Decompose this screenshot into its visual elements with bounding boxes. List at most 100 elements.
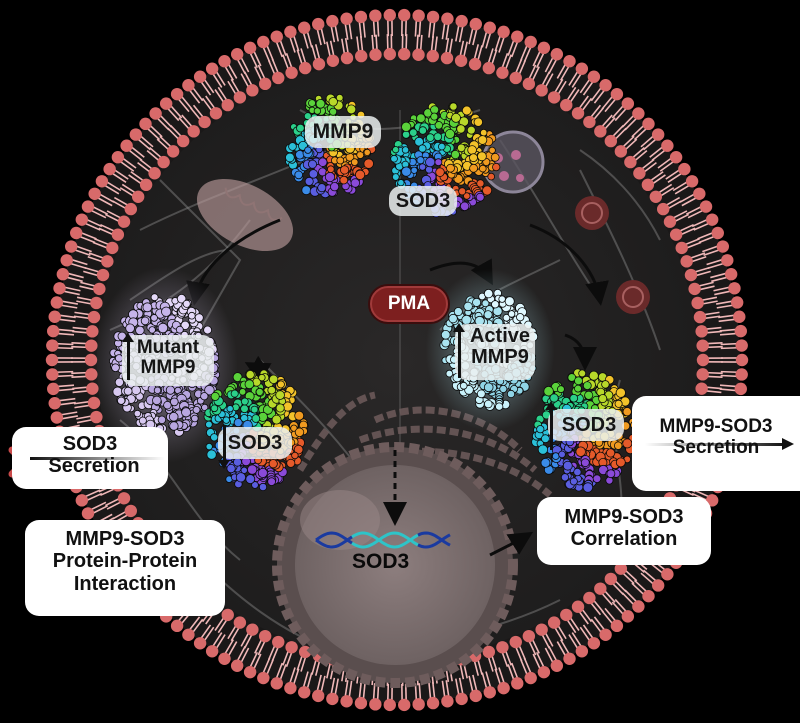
- outer-lipid-head: [575, 62, 589, 75]
- correlation-callout: MMP9-SOD3 Correlation: [537, 497, 711, 565]
- inner-lipid-head: [522, 629, 536, 643]
- inner-lipid-head: [233, 91, 247, 104]
- inner-lipid-head: [312, 57, 326, 71]
- outer-lipid-head: [75, 494, 89, 507]
- lipid-heads: [45, 8, 749, 712]
- outer-lipid-head: [455, 14, 468, 28]
- dna-strand: [417, 533, 451, 549]
- inner-lipid-head: [117, 215, 131, 228]
- outer-lipid-head: [563, 55, 576, 68]
- outer-lipid-head: [651, 579, 665, 592]
- inner-lipid-head: [340, 51, 354, 65]
- outer-lipid-head: [469, 17, 482, 31]
- inner-lipid-head: [124, 504, 138, 518]
- up-arrow-icon: [458, 330, 461, 378]
- inner-lipid-head: [285, 66, 298, 79]
- inner-lipid-head: [246, 84, 259, 97]
- outer-lipid-head: [270, 30, 283, 43]
- outer-lipid-head: [716, 240, 730, 253]
- outer-lipid-head: [50, 411, 64, 424]
- outer-lipid-head: [711, 226, 724, 240]
- inner-lipid-head: [695, 382, 708, 395]
- export-arrow-head: [782, 438, 794, 450]
- inner-lipid-head: [272, 71, 285, 85]
- outer-lipid-head: [149, 107, 162, 120]
- outer-lipid-head: [642, 117, 655, 131]
- lysosome: [575, 196, 650, 314]
- inner-lipid-head: [696, 353, 710, 367]
- inner-lipid-head: [583, 115, 596, 129]
- inner-lipid-head: [522, 77, 536, 91]
- mutant-mmp9-label: Mutant MMP9: [122, 335, 214, 386]
- outer-lipid-head: [483, 686, 496, 699]
- callout-line: MMP9-SOD3: [659, 416, 773, 437]
- outer-lipid-head: [642, 589, 655, 603]
- dna-strand: [315, 531, 353, 545]
- inner-lipid-head: [583, 591, 596, 605]
- outer-lipid-head: [312, 17, 325, 31]
- outer-lipid-head: [575, 645, 589, 658]
- callout-line: MMP9-SOD3: [65, 528, 185, 550]
- inner-lipid-head: [571, 107, 585, 120]
- outer-lipid-head: [426, 696, 440, 710]
- outer-lipid-head: [497, 25, 510, 39]
- outer-lipid-head: [340, 12, 353, 25]
- outer-lipid-head: [298, 21, 311, 34]
- outer-lipid-head: [610, 87, 624, 101]
- outer-lipid-head: [724, 268, 738, 281]
- inner-lipid-head: [656, 202, 670, 216]
- inner-lipid-head: [148, 167, 161, 180]
- down-arrow-icon: [223, 425, 226, 461]
- outer-lipid-head: [651, 128, 665, 141]
- callout-line: SOD3: [62, 433, 118, 455]
- inner-lipid-head: [614, 562, 628, 575]
- outer-lipid-head: [88, 187, 101, 200]
- inner-lipid-head: [90, 410, 103, 424]
- inner-lipid-head: [496, 641, 509, 654]
- inner-lipid-head: [454, 54, 468, 67]
- inner-lipid-head: [688, 282, 701, 296]
- sod3-gene-label: SOD3: [352, 550, 410, 573]
- outer-lipid-head: [45, 353, 59, 367]
- outer-lipid-head: [205, 62, 219, 75]
- outer-lipid-head: [426, 10, 440, 24]
- outer-lipid-head: [230, 48, 244, 61]
- outer-lipid-head: [721, 254, 734, 267]
- inner-lipid-head: [285, 641, 298, 654]
- outer-lipid-head: [511, 30, 524, 43]
- inner-lipid-head: [117, 492, 131, 505]
- outer-lipid-head: [120, 139, 133, 152]
- inner-lipid-head: [684, 268, 698, 282]
- inner-lipid-head: [221, 98, 234, 112]
- inner-lipid-head: [663, 215, 677, 228]
- sod3-label-right: SOD3: [548, 409, 624, 441]
- outer-lipid-head: [610, 619, 624, 633]
- outer-lipid-head: [661, 139, 674, 152]
- outer-lipid-head: [182, 628, 195, 642]
- inner-lipid-head: [440, 51, 454, 65]
- outer-lipid-head: [257, 35, 270, 49]
- outer-lipid-head: [46, 339, 59, 352]
- outer-lipid-head: [441, 695, 454, 708]
- outer-lipid-head: [298, 686, 311, 699]
- outer-lipid-head: [685, 175, 699, 188]
- up-arrow-head: [453, 323, 465, 332]
- inner-lipid-head: [176, 134, 190, 148]
- inner-lipid-head: [482, 61, 496, 75]
- inner-lipid-head: [675, 241, 688, 255]
- inner-lipid-head: [258, 77, 272, 91]
- inner-lipid-head: [509, 71, 522, 85]
- outer-lipid-head: [734, 382, 747, 396]
- mutant-mmp9-line1: Mutant: [136, 337, 200, 358]
- outer-lipid-head: [47, 382, 60, 396]
- nucleus: [272, 442, 518, 688]
- outer-lipid-head: [661, 568, 674, 581]
- outer-lipid-head: [497, 681, 510, 695]
- inner-lipid-head: [496, 66, 509, 79]
- inner-lipid-head: [633, 167, 646, 180]
- callout-line: MMP9-SOD3: [564, 506, 684, 528]
- inner-lipid-head: [198, 115, 211, 129]
- inner-lipid-head: [96, 268, 110, 282]
- outer-lipid-head: [599, 78, 612, 92]
- inner-lipid-head: [693, 310, 707, 324]
